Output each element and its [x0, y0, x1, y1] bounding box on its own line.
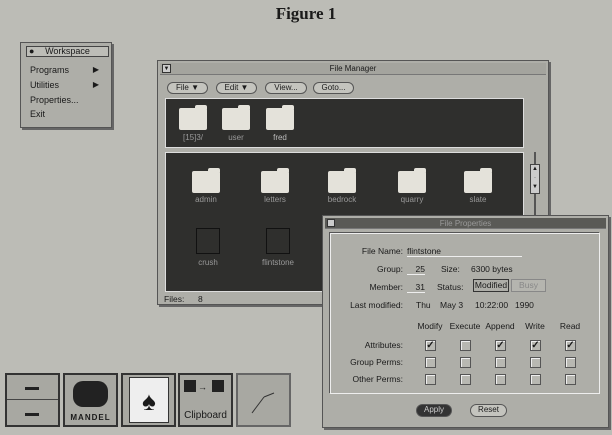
checkbox[interactable]	[495, 374, 506, 385]
size-label: Size:	[441, 264, 460, 274]
path-pane: [15]3/ user fred	[165, 98, 524, 148]
folder-icon[interactable]	[398, 168, 426, 193]
menu-item-properties[interactable]: Properties...	[30, 95, 79, 105]
file-name-label: File Name:	[361, 246, 403, 256]
folder-icon[interactable]	[464, 168, 492, 193]
submenu-arrow-icon: ▶	[92, 80, 99, 89]
path-label[interactable]: [15]3/	[182, 133, 203, 142]
checkbox[interactable]	[425, 357, 436, 368]
file-properties-window: File Properties File Name: flintstone Gr…	[322, 215, 609, 428]
properties-panel	[330, 233, 600, 394]
checkbox-checked[interactable]: ✓	[495, 340, 506, 351]
folder-icon[interactable]	[328, 168, 356, 193]
solitaire-card-icon[interactable]: ♠	[121, 373, 176, 427]
spade-icon: ♠	[129, 377, 169, 423]
member-label: Member:	[369, 282, 403, 292]
file-label[interactable]: crush	[198, 258, 218, 267]
checkbox[interactable]	[460, 357, 471, 368]
clock-icon[interactable]	[236, 373, 291, 427]
document-icon[interactable]	[196, 228, 220, 254]
path-label[interactable]: user	[228, 133, 244, 142]
member-input[interactable]: 31	[407, 282, 425, 293]
menu-item-exit[interactable]: Exit	[30, 109, 46, 119]
column-header: Read	[559, 321, 581, 331]
row-label: Group Perms:	[350, 357, 403, 367]
reset-button[interactable]: Reset	[470, 404, 507, 417]
column-header: Write	[525, 321, 545, 331]
path-label[interactable]: fred	[273, 133, 287, 142]
column-header: Execute	[449, 321, 481, 331]
file-menu-button[interactable]: File ▼	[167, 82, 208, 94]
checkbox[interactable]	[530, 357, 541, 368]
checkbox[interactable]	[425, 374, 436, 385]
file-manager-window: ▼File Manager File ▼ Edit ▼ View... Goto…	[157, 60, 549, 305]
column-header: Modify	[417, 321, 443, 331]
file-name-input[interactable]: flintstone	[407, 246, 522, 257]
size-value: 6300 bytes	[471, 264, 513, 274]
file-label[interactable]: admin	[195, 195, 217, 204]
folder-icon[interactable]	[192, 168, 220, 193]
figure-title: Figure 1	[275, 4, 337, 23]
modified-day: Thu	[416, 300, 431, 310]
file-label[interactable]: flintstone	[261, 258, 295, 267]
checkbox[interactable]	[565, 374, 576, 385]
checkbox-checked[interactable]: ✓	[530, 340, 541, 351]
status-busy-button[interactable]: Busy	[511, 279, 546, 292]
scrollbar-elevator[interactable]: ▲·▼	[530, 164, 540, 194]
files-count: 8	[198, 294, 203, 304]
group-input[interactable]: 25	[407, 264, 425, 275]
title-bar[interactable]: File Properties	[325, 218, 606, 229]
folder-icon[interactable]	[222, 105, 250, 130]
globe-icon: ●	[29, 46, 35, 56]
checkbox-checked[interactable]: ✓	[425, 340, 436, 351]
clipboard-app-icon[interactable]: → Clipboard	[178, 373, 233, 427]
open-folder-icon[interactable]	[266, 105, 294, 130]
file-label[interactable]: bedrock	[327, 195, 357, 204]
workspace-menu: ●Workspace Programs ▶ Utilities ▶ Properti…	[20, 42, 112, 128]
row-label: Other Perms:	[352, 374, 403, 384]
submenu-arrow-icon: ▶	[92, 65, 99, 74]
modified-year: 1990	[515, 300, 534, 310]
modified-date: May 3	[440, 300, 464, 310]
status-modified-button[interactable]: Modified	[473, 279, 509, 292]
file-cabinet-icon[interactable]	[5, 373, 60, 427]
pushpin-icon[interactable]	[327, 219, 335, 227]
edit-menu-button[interactable]: Edit ▼	[216, 82, 257, 94]
checkbox[interactable]	[495, 357, 506, 368]
files-count-label: Files:	[164, 294, 185, 304]
folder-icon[interactable]	[261, 168, 289, 193]
window-menu-icon[interactable]: ▼	[162, 64, 171, 73]
mandel-app-icon[interactable]: MANDEL	[63, 373, 118, 427]
apply-button[interactable]: Apply	[416, 404, 452, 417]
checkbox[interactable]	[530, 374, 541, 385]
file-label[interactable]: slate	[469, 195, 487, 204]
folder-icon[interactable]	[179, 105, 207, 130]
checkbox[interactable]	[565, 357, 576, 368]
menu-item-programs[interactable]: Programs	[30, 65, 70, 75]
title-bar[interactable]: ▼File Manager	[160, 63, 546, 75]
menu-item-utilities[interactable]: Utilities	[30, 80, 60, 90]
goto-button[interactable]: Goto...	[313, 82, 354, 94]
column-header: Append	[485, 321, 515, 331]
checkbox-checked[interactable]: ✓	[565, 340, 576, 351]
workspace-menu-title[interactable]: ●Workspace	[26, 46, 109, 57]
row-label: Attributes:	[364, 340, 403, 350]
modified-time: 10:22:00	[475, 300, 509, 310]
file-label[interactable]: quarry	[400, 195, 424, 204]
view-button[interactable]: View...	[265, 82, 307, 94]
mandel-label: MANDEL	[70, 413, 111, 422]
clock-hands-icon	[251, 392, 275, 414]
clipboard-label: Clipboard	[184, 410, 227, 421]
checkbox[interactable]	[460, 340, 471, 351]
group-label: Group:	[377, 264, 403, 274]
last-modified-label: Last modified:	[350, 300, 403, 310]
arrow-right-icon: →	[198, 382, 207, 392]
checkbox[interactable]	[460, 374, 471, 385]
file-label[interactable]: letters	[264, 195, 286, 204]
document-icon[interactable]	[266, 228, 290, 254]
status-label: Status:	[437, 282, 464, 292]
